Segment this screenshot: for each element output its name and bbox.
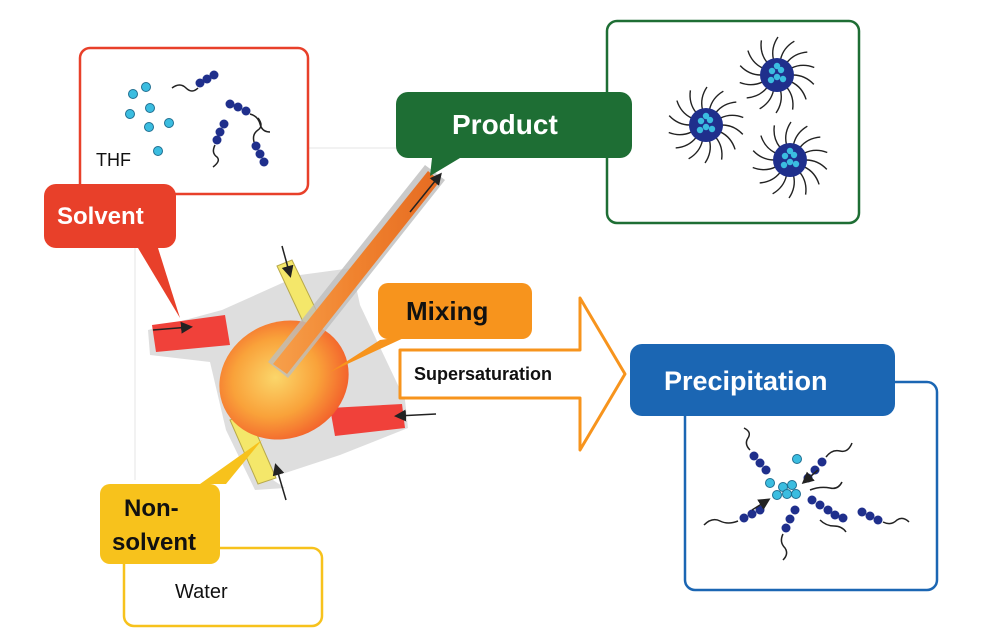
small-molecule [141,82,151,92]
solvent-name: THF [96,150,131,170]
solvent-inflow-arrow-right [394,409,437,422]
small-molecule [164,118,174,128]
small-molecule [125,109,135,119]
solvent-inlet-right [330,404,405,436]
polymer-tail [252,117,262,143]
polymer-arm [807,481,843,515]
polymer-bead [209,70,219,80]
small-molecule [791,489,801,499]
nonsolvent-name: Water [175,581,228,603]
supersaturation-label: Supersaturation [414,364,552,384]
nonsolvent-callout: Non- solvent [100,440,262,564]
polymer-bead [259,157,269,167]
polymer-bead [255,149,265,159]
nonsolvent-inflow-arrow-bottom [272,463,287,501]
nonsolvent-box [122,546,324,628]
small-molecule [772,490,782,500]
polymer-bead [251,141,261,151]
solvent-callout: Solvent [44,184,180,318]
mixing-callout: Mixing [330,283,532,372]
polymer-tail [212,144,220,168]
nonsolvent-inflow-arrow-top [281,245,294,278]
supersaturation-arrow [398,296,627,452]
small-molecule [765,478,775,488]
small-molecule [782,489,792,499]
precipitation-label: Precipitation [664,366,828,396]
solvent-molecules [125,70,271,168]
small-molecule [144,122,154,132]
small-molecule [128,89,138,99]
polymer-bead [215,127,225,137]
product-box [605,19,861,225]
polymer-bead [219,119,229,129]
polymer-bead [241,106,251,116]
polymer-bead [212,135,222,145]
polymer-bead [195,78,205,88]
product-callout: Product [396,92,632,176]
product-micelles [668,36,828,199]
small-molecule [792,454,802,464]
polymer-arm [780,505,800,561]
solvent-molecule-box [78,46,310,196]
product-outlet-tube [268,165,445,378]
micelle [739,36,815,114]
polymer-bead [225,99,235,109]
mixing-chamber [219,320,349,440]
polymer-arm [819,510,848,533]
inflow-arrow [801,469,819,484]
polymer-tail [171,84,199,92]
inflow-arrow [751,498,771,511]
solvent-label: Solvent [57,203,144,230]
polymer-bead [233,102,243,112]
solvent-inflow-arrow [152,321,193,334]
mixer-device [148,165,445,501]
mixing-label: Mixing [406,296,488,326]
precipitation-assembly [703,427,910,561]
small-molecule [153,146,163,156]
nonsolvent-label-line2: solvent [112,529,196,556]
product-label: Product [452,109,558,140]
small-molecule [787,480,797,490]
polymer-bead [202,74,212,84]
nonsolvent-label-line1: Non- [124,495,179,522]
small-molecule [145,103,155,113]
micelle [668,86,744,164]
polymer-arm [743,427,771,475]
polymer-tail [249,113,271,133]
precipitation-callout: Precipitation [630,344,895,416]
micelle [752,121,828,199]
polymer-arm [857,507,910,525]
product-outflow-arrow [409,172,442,213]
